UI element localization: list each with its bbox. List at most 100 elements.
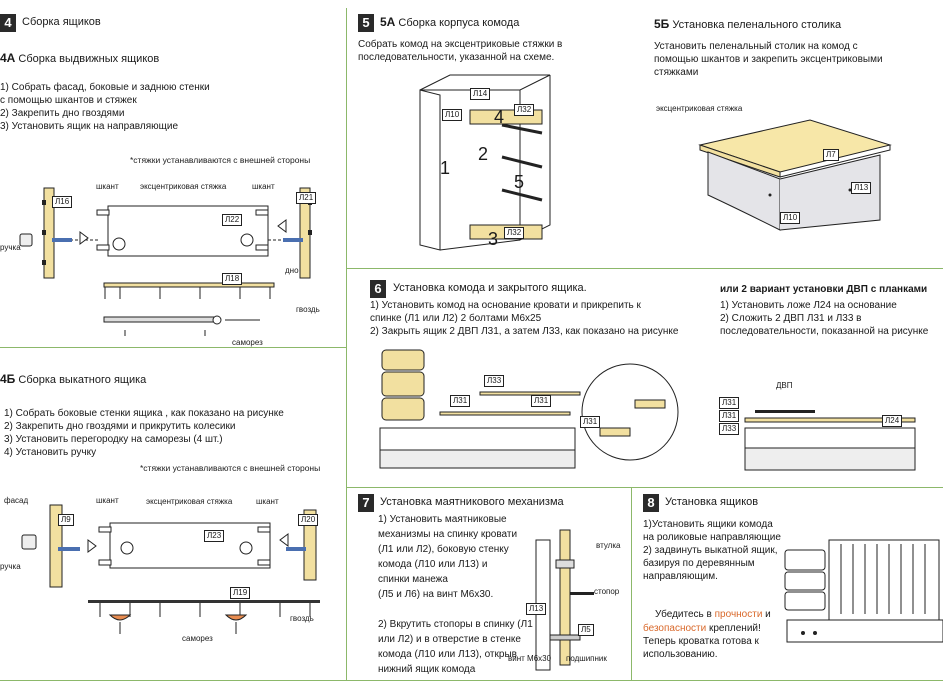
- label-screw: саморез: [232, 338, 263, 347]
- label-screw-2: саморез: [182, 634, 213, 643]
- part-tag-l10-5b: Л10: [780, 212, 801, 224]
- label-shkant-left: шкант: [96, 182, 119, 191]
- order-1: 1: [440, 158, 451, 178]
- final-line-2: безопасности креплений! Теперь кроватка …: [643, 622, 761, 661]
- label-stopper: стопор: [594, 587, 620, 596]
- order-5: 5: [514, 172, 525, 192]
- divider-5: [346, 268, 943, 269]
- drawer-bottom-panel: [103, 282, 275, 288]
- section-4b-title: Сборка выкатного ящика: [18, 374, 147, 386]
- section-5b-heading: 5Б Установка пеленального столика: [654, 18, 841, 32]
- part-tag-l10: Л10: [442, 109, 463, 121]
- section-4b-note: *стяжки устанавливаются с внешней сторон…: [140, 463, 321, 473]
- part-tag-l13-s7: Л13: [526, 603, 547, 615]
- section-4-title: Сборка ящиков: [22, 16, 101, 28]
- step-number-4: 4: [0, 14, 16, 32]
- label-facade: фасад: [4, 496, 29, 505]
- part-tag-l22: Л22: [222, 214, 243, 226]
- alt-text: 1) Установить ложе Л24 на основание 2) С…: [720, 300, 929, 337]
- alt-title: или 2 вариант установки ДВП с планками: [720, 284, 928, 295]
- label-handle-2: ручка: [0, 562, 21, 571]
- section-4a-heading: 4А Сборка выдвижных ящиков: [0, 52, 159, 66]
- section-4b-heading: 4Б Сборка выкатного ящика: [0, 373, 146, 387]
- label-shkant-right-2: шкант: [256, 497, 279, 506]
- step-number-5: 5: [358, 14, 374, 32]
- alt-tag-l33: Л33: [719, 423, 740, 435]
- section-5b-number: 5Б: [654, 17, 670, 31]
- part-tag-l31-a: Л31: [450, 395, 471, 407]
- section-4a-steps: 1) Собрать фасад, боковые и заднюю стенк…: [0, 82, 210, 132]
- final-line-1: Убедитесь в прочности и: [655, 608, 771, 621]
- section-4a-number: 4А: [0, 51, 16, 65]
- divider-4: [0, 347, 346, 348]
- rollout-drawer-diagram: [21, 504, 320, 634]
- changing-table-diagram: [698, 119, 892, 231]
- alt-tag-l31-b: Л31: [719, 410, 740, 422]
- part-tag-l9: Л9: [58, 514, 74, 526]
- section-5a-title: Сборка корпуса комода: [398, 17, 520, 29]
- label-bearing: подшипник: [566, 654, 607, 663]
- handle-icon: [19, 233, 33, 247]
- alt-tag-l31-a: Л31: [719, 397, 740, 409]
- label-eccentric-tie-5b: эксцентриковая стяжка: [656, 104, 743, 113]
- dresser-body-diagram: [419, 74, 551, 251]
- label-bushing: втулка: [596, 541, 621, 550]
- drawer-assembly-diagram: [19, 187, 312, 336]
- section-4a-title: Сборка выдвижных ящиков: [18, 53, 160, 65]
- part-tag-l13: Л13: [851, 182, 872, 194]
- section-6-text: 1) Установить комод на основание кровати…: [370, 300, 679, 337]
- part-tag-l33: Л33: [484, 375, 505, 387]
- section-4b-number: 4Б: [0, 372, 16, 386]
- label-dvp: ДВП: [776, 381, 793, 390]
- section-5b-title: Установка пеленального столика: [672, 19, 842, 31]
- step-number-6: 6: [370, 280, 386, 298]
- section-7-text: 1) Установить маятниковые механизмы на с…: [378, 514, 533, 675]
- final-text-2: креплений! Теперь кроватка готова к испо…: [643, 623, 761, 660]
- closing-drawer-diagram: [379, 349, 916, 471]
- finished-crib-diagram: [784, 539, 943, 643]
- order-4: 4: [494, 107, 505, 127]
- section-5a-text: Собрать комод на эксцентриковые стяжки в…: [358, 39, 563, 63]
- label-bottom: дно: [285, 266, 299, 275]
- part-tag-l19: Л19: [230, 587, 251, 599]
- drawer-rail: [103, 316, 215, 323]
- final-safety: безопасности: [643, 623, 707, 634]
- part-tag-l32-bottom: Л32: [504, 227, 525, 239]
- section-6-title: Установка комода и закрытого ящика.: [393, 282, 587, 294]
- section-4a-note: *стяжки устанавливаются с внешней сторон…: [130, 155, 311, 165]
- part-tag-l21: Л21: [296, 192, 317, 204]
- label-nail-2: гвоздь: [290, 614, 314, 623]
- part-tag-l7: Л7: [823, 149, 839, 161]
- part-tag-l31-b: Л31: [531, 395, 552, 407]
- divider-vertical: [346, 8, 347, 680]
- part-tag-l14: Л14: [470, 88, 491, 100]
- drawer-back-panel: [107, 205, 269, 257]
- section-8-text: 1)Установить ящики комода на роликовые н…: [643, 519, 781, 582]
- final-and: и: [762, 609, 771, 620]
- label-shkant-right: шкант: [252, 182, 275, 191]
- order-3: 3: [488, 229, 499, 249]
- part-tag-l31-c: Л31: [580, 416, 601, 428]
- label-eccentric-tie: эксцентриковая стяжка: [140, 182, 227, 191]
- section-5a-number: 5А: [380, 15, 396, 29]
- part-tag-l18: Л18: [222, 273, 243, 285]
- final-strength: прочности: [714, 609, 763, 620]
- label-handle: ручка: [0, 243, 21, 252]
- step-number-8: 8: [643, 494, 659, 512]
- part-tag-l20: Л20: [298, 514, 319, 526]
- section-4b-steps: 1) Собрать боковые стенки ящика , как по…: [4, 408, 284, 458]
- divider-6: [346, 487, 943, 488]
- alt-tag-l24: Л24: [882, 415, 903, 427]
- section-5a-heading: 5А Сборка корпуса комода: [380, 16, 519, 30]
- section-8-title: Установка ящиков: [665, 496, 759, 508]
- label-eccentric-tie-2: эксцентриковая стяжка: [146, 497, 233, 506]
- section-5b-text: Установить пеленальный столик на комод с…: [654, 41, 883, 78]
- part-tag-l23: Л23: [204, 530, 225, 542]
- part-tag-l5: Л5: [578, 624, 594, 636]
- final-text-1: Убедитесь в: [655, 609, 715, 620]
- label-nail: гвоздь: [296, 305, 320, 314]
- order-2: 2: [478, 144, 489, 164]
- part-tag-l16: Л16: [52, 196, 73, 208]
- divider-bottom: [0, 680, 943, 681]
- step-number-7: 7: [358, 494, 374, 512]
